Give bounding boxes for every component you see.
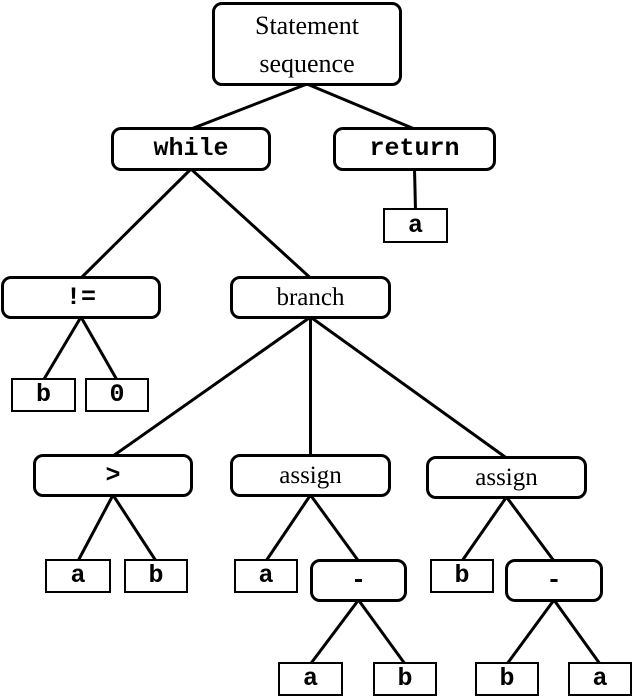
- edge-assign2-as2_b: [460, 496, 508, 562]
- leaf-return-a: a: [383, 208, 448, 243]
- edge-root-return: [306, 82, 416, 131]
- edge-while-neq: [79, 167, 193, 280]
- node-not-equal: !=: [1, 276, 161, 319]
- edge-neq-neq_0: [79, 316, 119, 381]
- leaf-minus2-a: a: [568, 662, 632, 696]
- edge-assign1-minus1: [309, 494, 360, 562]
- leaf-neq-0: 0: [85, 378, 149, 412]
- node-minus-b-a: -: [505, 559, 603, 602]
- node-greater-than: >: [33, 454, 193, 497]
- leaf-gt-a: a: [45, 559, 111, 593]
- edge-minus2-m2_b: [505, 599, 556, 665]
- edge-root-while: [190, 82, 308, 131]
- leaf-minus1-b: b: [373, 662, 437, 696]
- edge-minus1-m1_a: [309, 599, 360, 665]
- node-assign-b: assign: [426, 456, 587, 499]
- node-statement-sequence: Statement sequence: [212, 2, 402, 86]
- node-assign-a: assign: [230, 454, 391, 497]
- node-return: return: [333, 127, 496, 171]
- leaf-assign-b-target: b: [430, 559, 494, 593]
- edge-minus2-m2_a: [552, 599, 602, 665]
- edge-assign2-minus2: [505, 496, 556, 562]
- edge-minus1-m1_b: [357, 599, 407, 665]
- edge-neq-neq_b: [42, 316, 83, 381]
- edge-return-ret_a: [413, 168, 417, 211]
- leaf-neq-b: b: [11, 378, 76, 412]
- edge-branch-gt: [112, 315, 312, 458]
- edge-branch-assign2: [309, 315, 508, 460]
- edge-while-branch: [189, 167, 312, 280]
- node-minus-a-b: -: [310, 559, 407, 602]
- node-while: while: [111, 127, 271, 171]
- leaf-minus2-b: b: [475, 662, 539, 696]
- edge-gt-gt_a: [76, 494, 115, 562]
- node-branch: branch: [230, 276, 391, 319]
- leaf-gt-b: b: [124, 559, 188, 593]
- edge-gt-gt_b: [111, 494, 158, 562]
- edge-assign1-as1_a: [264, 494, 312, 562]
- leaf-minus1-a: a: [278, 662, 343, 696]
- leaf-assign-a-target: a: [234, 559, 298, 593]
